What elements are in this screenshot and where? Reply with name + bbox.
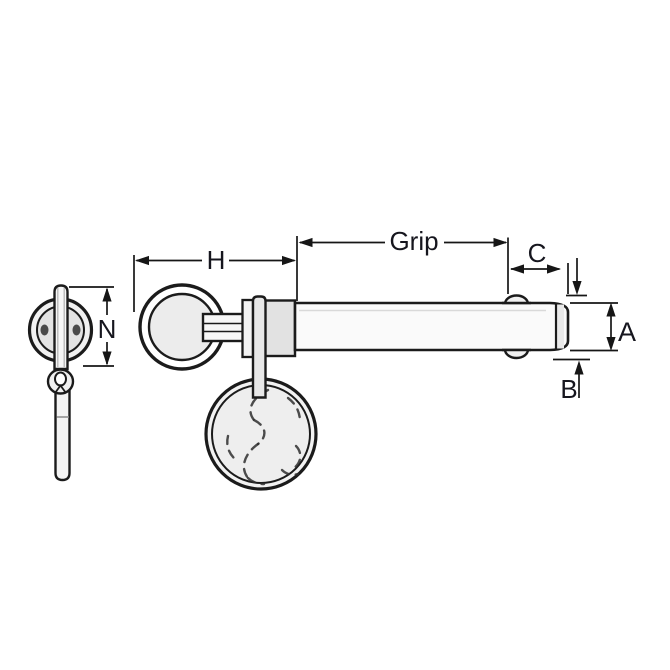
collar-flange (241, 298, 255, 359)
arrowhead-down (606, 337, 616, 351)
arrowhead-up (102, 287, 112, 302)
dim-label-a: A (618, 317, 636, 347)
lanyard-strap (251, 295, 267, 399)
dim-c: C (510, 238, 569, 294)
dim-label-b: B (560, 374, 577, 404)
arrowhead-right (282, 255, 296, 266)
arrowhead-left (510, 264, 524, 274)
front-collar-pin-right (72, 324, 81, 336)
dim-grip: Grip (298, 226, 509, 294)
arrowhead-right (493, 237, 508, 248)
shank (293, 301, 570, 352)
dim-h: H (133, 236, 298, 312)
lanyard-ball (204, 377, 318, 491)
dim-b: B (553, 258, 590, 404)
dim-label-n: N (98, 314, 117, 344)
front-view (27, 284, 94, 482)
arrowhead-right (547, 264, 561, 274)
dim-label-h: H (207, 245, 226, 275)
dim-a: A (570, 302, 636, 352)
front-ring-edge (53, 284, 69, 371)
arrowhead-down (102, 351, 112, 366)
arrowhead-up (606, 302, 616, 317)
front-lanyard-link (46, 368, 75, 395)
ball-texture (226, 388, 302, 486)
detent-ball-top (502, 294, 531, 305)
dim-label-c: C (528, 238, 547, 268)
arrowhead-up (574, 360, 584, 375)
dim-n: N (69, 286, 117, 367)
arrowhead-left (135, 255, 149, 266)
arrowhead-left (298, 237, 313, 248)
ring-connector-bar (201, 312, 248, 343)
arrowhead-down (572, 281, 582, 295)
front-collar-pin-left (40, 324, 49, 336)
collar (263, 299, 297, 358)
dim-label-grip: Grip (389, 226, 438, 256)
dimensions: N H Grip C (69, 226, 636, 404)
side-view (138, 283, 570, 491)
detent-ball-bottom (502, 348, 531, 360)
shank-end-cap (556, 304, 564, 349)
front-strap-rod (54, 387, 71, 482)
ring-connector-lines (204, 322, 246, 333)
